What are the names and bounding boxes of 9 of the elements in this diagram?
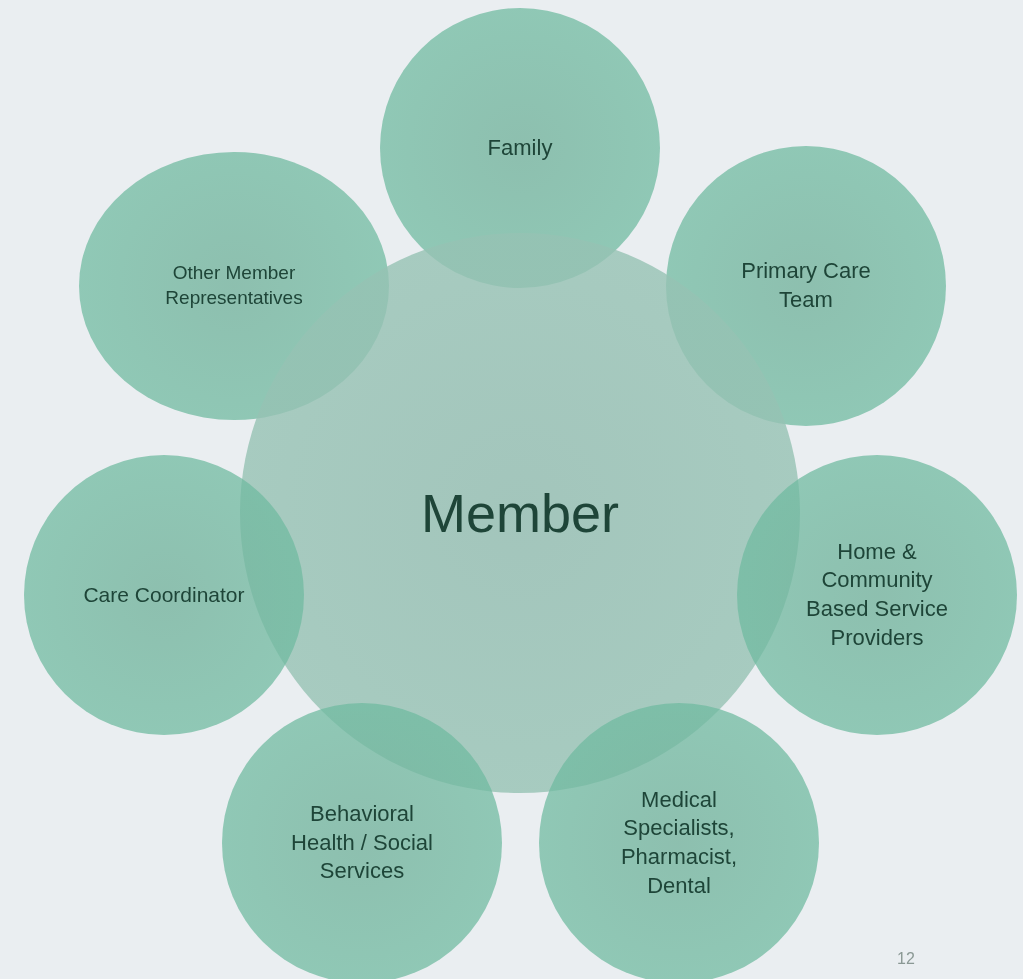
circle-label: Family	[486, 133, 554, 162]
circle-label: Care Coordinator	[82, 582, 246, 609]
circle-label: Primary Care Team	[740, 257, 872, 314]
circle-label: Member	[419, 481, 620, 545]
circle-label: Other Member Representatives	[164, 261, 304, 310]
circle-label: Behavioral Health / Social Services	[290, 800, 434, 886]
circle-label: Home & Community Based Service Providers	[805, 537, 949, 652]
page-number: 12	[897, 950, 915, 968]
circle-label: Medical Specialists, Pharmacist, Dental	[619, 785, 739, 900]
